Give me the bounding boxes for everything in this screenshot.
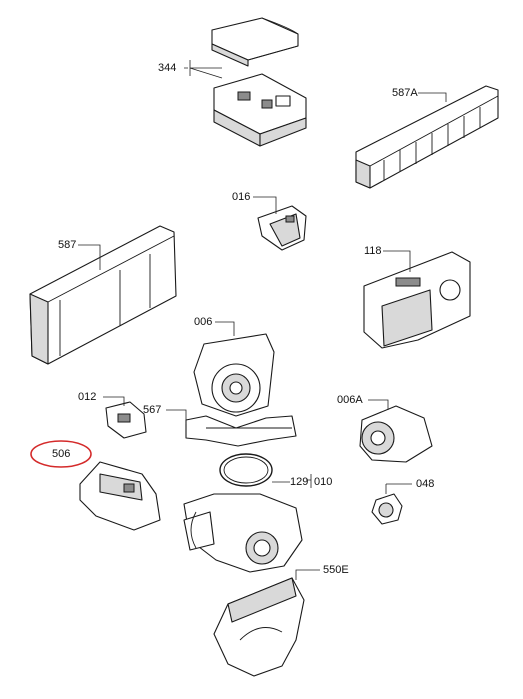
label-344: 344 — [158, 62, 177, 74]
leader-048 — [385, 483, 412, 494]
leader-006 — [215, 321, 235, 336]
part-506[interactable] — [79, 461, 161, 531]
leader-567 — [166, 409, 187, 424]
label-550E: 550E — [323, 564, 349, 576]
part-567[interactable] — [185, 415, 297, 447]
part-010[interactable] — [183, 493, 303, 573]
label-506[interactable]: 506 — [52, 448, 71, 460]
leader-587A — [418, 92, 447, 102]
part-048[interactable] — [371, 493, 403, 525]
leader-006A — [368, 399, 389, 410]
part-012[interactable] — [105, 401, 147, 439]
part-587A[interactable] — [355, 85, 499, 189]
leader-344 — [184, 60, 223, 79]
highlight-ellipse-506 — [30, 440, 92, 468]
part-006[interactable] — [193, 333, 275, 417]
label-129: 129 — [290, 476, 309, 488]
part-550E[interactable] — [213, 577, 305, 677]
leader-118 — [383, 250, 411, 272]
part-016[interactable] — [257, 205, 307, 251]
part-344-lid[interactable] — [211, 17, 299, 67]
part-587[interactable] — [29, 225, 177, 365]
label-006A: 006A — [337, 394, 363, 406]
part-129[interactable] — [219, 453, 273, 487]
label-010: 010 — [314, 476, 333, 488]
part-118[interactable] — [363, 251, 471, 349]
label-012: 012 — [78, 391, 97, 403]
leader-010 — [306, 474, 312, 488]
label-587A: 587A — [392, 87, 418, 99]
label-006: 006 — [194, 316, 213, 328]
label-016: 016 — [232, 191, 251, 203]
part-344-board[interactable] — [213, 73, 307, 147]
part-006A[interactable] — [359, 405, 433, 463]
leader-016 — [253, 196, 277, 214]
leader-012 — [103, 396, 125, 406]
leader-587 — [78, 244, 101, 270]
label-567: 567 — [143, 404, 162, 416]
label-048: 048 — [416, 478, 435, 490]
label-587: 587 — [58, 239, 77, 251]
label-118: 118 — [364, 245, 382, 257]
leader-550E — [295, 569, 320, 580]
